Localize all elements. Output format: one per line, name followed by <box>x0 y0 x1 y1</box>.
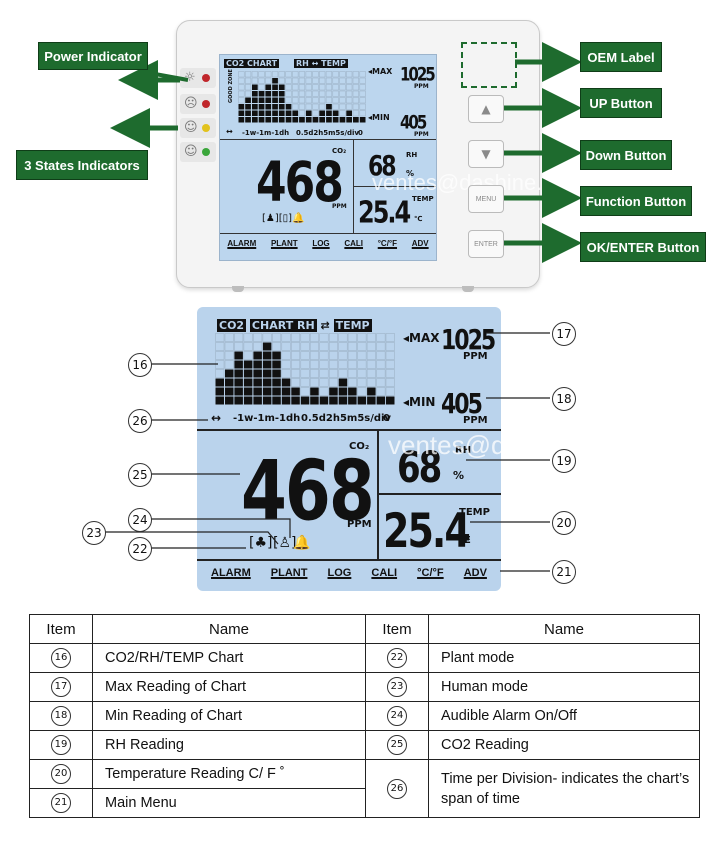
table-row: 18 Min Reading of Chart 24 Audible Alarm… <box>30 702 700 731</box>
table-row: 19 RH Reading 25 CO2 Reading <box>30 731 700 760</box>
item-number: 19 <box>51 735 71 755</box>
callout-17: 17 <box>552 322 576 346</box>
item-number: 20 <box>51 764 71 784</box>
item-name: Main Menu <box>93 789 366 818</box>
table-header-name: Name <box>93 615 366 644</box>
callout-20: 20 <box>552 511 576 535</box>
item-number: 17 <box>51 677 71 697</box>
table-header-name: Name <box>429 615 700 644</box>
callout-lines <box>0 300 720 600</box>
item-name: Human mode <box>429 673 700 702</box>
callout-24: 24 <box>128 508 152 532</box>
label-function-button: Function Button <box>580 186 692 216</box>
table-row: 16 CO2/RH/TEMP Chart 22 Plant mode <box>30 644 700 673</box>
label-oem: OEM Label <box>580 42 662 72</box>
item-name: RH Reading <box>93 731 366 760</box>
item-number: 21 <box>51 793 71 813</box>
callout-22: 22 <box>128 537 152 561</box>
callout-16: 16 <box>128 353 152 377</box>
callout-21: 21 <box>552 560 576 584</box>
table-row: 20 Temperature Reading C/ F ˚ 26 Time pe… <box>30 760 700 789</box>
label-ok-button: OK/ENTER Button <box>580 232 706 262</box>
label-power-indicator: Power Indicator <box>38 42 148 70</box>
item-number: 26 <box>387 779 407 799</box>
callout-26: 26 <box>128 409 152 433</box>
item-name: Audible Alarm On/Off <box>429 702 700 731</box>
item-name: CO2/RH/TEMP Chart <box>93 644 366 673</box>
item-number: 22 <box>387 648 407 668</box>
table-header-item: Item <box>30 615 93 644</box>
item-number: 25 <box>387 735 407 755</box>
table-header-row: Item Name Item Name <box>30 615 700 644</box>
item-name: Min Reading of Chart <box>93 702 366 731</box>
label-three-states: 3 States Indicators <box>16 150 148 180</box>
label-down-button: Down Button <box>580 140 672 170</box>
label-up-button: UP Button <box>580 88 662 118</box>
item-table: Item Name Item Name 16 CO2/RH/TEMP Chart… <box>29 614 700 818</box>
item-name: CO2 Reading <box>429 731 700 760</box>
callout-18: 18 <box>552 387 576 411</box>
item-number: 23 <box>387 677 407 697</box>
item-number: 24 <box>387 706 407 726</box>
item-name: Time per Division- indicates the chart’s… <box>429 760 700 818</box>
item-number: 16 <box>51 648 71 668</box>
table-row: 17 Max Reading of Chart 23 Human mode <box>30 673 700 702</box>
callout-25: 25 <box>128 463 152 487</box>
callout-19: 19 <box>552 449 576 473</box>
item-name: Max Reading of Chart <box>93 673 366 702</box>
table-header-item: Item <box>366 615 429 644</box>
item-number: 18 <box>51 706 71 726</box>
item-name: Plant mode <box>429 644 700 673</box>
item-name: Temperature Reading C/ F ˚ <box>93 760 366 789</box>
callout-23: 23 <box>82 521 106 545</box>
